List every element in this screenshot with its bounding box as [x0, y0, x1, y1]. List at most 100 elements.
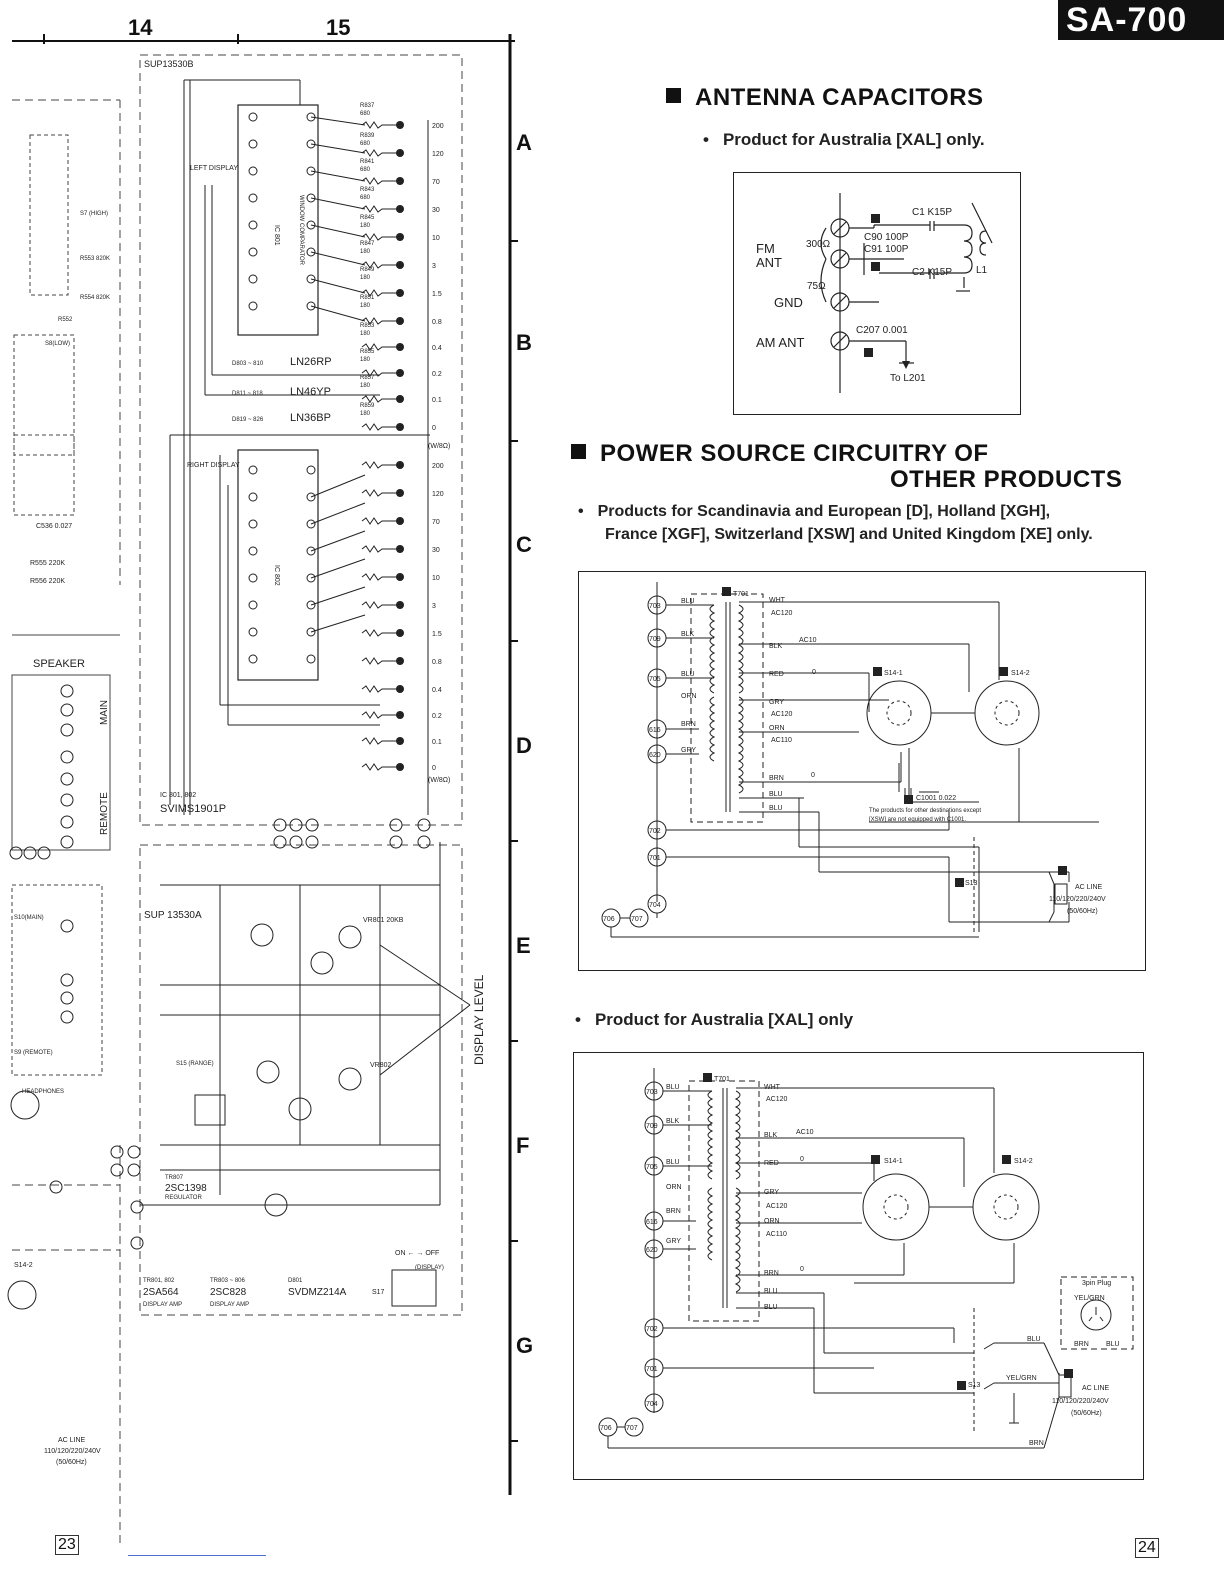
- d2-t701-label: T701: [714, 1076, 730, 1083]
- d2-wire-gry: GRY: [666, 1238, 681, 1245]
- d2-tap-orn: ORN: [764, 1218, 780, 1225]
- node-706: 706: [603, 916, 615, 923]
- australia-note: •Product for Australia [XAL] only: [575, 1010, 854, 1029]
- c207-label: C207 0.001: [856, 325, 908, 336]
- brn-line-label: BRN: [1029, 1440, 1044, 1447]
- d2-tap-brn: BRN: [764, 1270, 779, 1277]
- level-3: 3: [432, 263, 436, 270]
- svg-text:680: 680: [360, 111, 371, 117]
- blu-line-label: BLU: [1027, 1336, 1041, 1343]
- svg-text:680: 680: [360, 195, 371, 201]
- headphones-label: HEADPHONES: [22, 1089, 64, 1095]
- d2-tap-blk: BLK: [764, 1132, 778, 1139]
- c536-label: C536 0.027: [36, 523, 72, 530]
- svg-text:R853: R853: [360, 323, 375, 329]
- grid-row-g: G: [516, 1333, 534, 1358]
- r300-label: 300Ω: [806, 239, 831, 250]
- ic801-label: IC 801: [273, 225, 280, 246]
- antenna-note-text: Product for Australia [XAL] only.: [722, 130, 985, 149]
- d2-node-704: 704: [646, 1401, 658, 1408]
- led-range-3: D819 ~ 826: [232, 417, 264, 423]
- node-701: 701: [649, 855, 661, 862]
- s14-2-label: S14-2: [1011, 670, 1030, 677]
- watts-label-top: (W/8Ω): [428, 443, 450, 450]
- svg-text:180: 180: [360, 275, 371, 281]
- section-marker-icon: [666, 88, 681, 103]
- tap-0: 0: [812, 669, 816, 676]
- led-range-1: D803 ~ 810: [232, 361, 264, 367]
- d2-tap-red: RED: [764, 1160, 779, 1167]
- wire-brn: BRN: [681, 721, 696, 728]
- d2-tap-0: 0: [800, 1156, 804, 1163]
- level-30: 30: [432, 207, 440, 214]
- antenna-note: •Product for Australia [XAL] only.: [703, 130, 985, 149]
- s13-label: S13: [965, 880, 978, 887]
- wire-orn: ORN: [681, 693, 697, 700]
- antenna-title-text: ANTENNA CAPACITORS: [695, 84, 984, 111]
- node-704: 704: [649, 902, 661, 909]
- australia-note-text: Product for Australia [XAL] only: [594, 1010, 854, 1029]
- tr-note-4: TR803 ~ 806: [210, 1278, 246, 1284]
- tap-ac110: AC110: [771, 737, 792, 744]
- c2-label: C2 K15P: [912, 267, 952, 278]
- d2-tap-blu: BLU: [764, 1288, 778, 1295]
- plug-brn: BRN: [1074, 1341, 1089, 1348]
- tap-ac120: AC120: [771, 610, 793, 617]
- ac-line-label-2: AC LINE: [1082, 1385, 1110, 1392]
- d801-label: D801: [288, 1278, 303, 1284]
- model-badge: SA-700: [1058, 0, 1224, 40]
- left-display-label: LEFT DISPLAY: [190, 165, 238, 172]
- regulator-tr807: TR807: [165, 1175, 184, 1181]
- level2-70: 70: [432, 519, 440, 526]
- tap-brn: BRN: [769, 775, 784, 782]
- level-0-4: 0.4: [432, 345, 442, 352]
- power-diagram-europe: 703 709 705 616 620 702 701 704 706 707 …: [578, 571, 1146, 971]
- column-number-15: 15: [326, 15, 351, 40]
- ac-line-label-1: AC LINE: [1075, 884, 1103, 891]
- s15-label: S15 (RANGE): [176, 1061, 214, 1067]
- led-type-ln26: LN26RP: [290, 356, 332, 368]
- power-note-line2: France [XGF], Switzerland [XSW] and Unit…: [605, 526, 1093, 543]
- level-0-2: 0.2: [432, 371, 442, 378]
- level2-0-2: 0.2: [432, 713, 442, 720]
- column-number-14: 14: [128, 15, 153, 40]
- d2-wire-brn: BRN: [666, 1208, 681, 1215]
- sup13530a-label: SUP 13530A: [144, 910, 202, 921]
- svg-text:R837: R837: [360, 103, 375, 109]
- r553-label: R553 820K: [80, 256, 110, 262]
- wire-blu-2: BLU: [681, 671, 695, 678]
- node-707: 707: [631, 916, 643, 923]
- tap-wht: WHT: [769, 597, 786, 604]
- d2-node-706: 706: [600, 1425, 612, 1432]
- svg-text:180: 180: [360, 357, 371, 363]
- plug-title: 3pin Plug: [1082, 1280, 1111, 1287]
- svg-text:R855: R855: [360, 349, 375, 355]
- wire-blk: BLK: [681, 631, 695, 638]
- level-10: 10: [432, 235, 440, 242]
- d2-s14-2-label: S14-2: [1014, 1158, 1033, 1165]
- display-switch-label: (DISPLAY): [415, 1265, 444, 1271]
- tap-0-2: 0: [811, 772, 815, 779]
- level-1-5: 1.5: [432, 291, 442, 298]
- plug-blu: BLU: [1106, 1341, 1120, 1348]
- ic802-label: IC 802: [273, 565, 280, 586]
- display-board-schematic: SUP13530B LEFT DISPLAY IC 801 WINDOW COM…: [7, 54, 486, 1545]
- d2-tap-ac120-2: AC120: [766, 1203, 788, 1210]
- svg-text:680: 680: [360, 167, 371, 173]
- sup13530b-label: SUP13530B: [144, 59, 194, 69]
- ic801-802-note: IC 801, 802: [160, 792, 196, 799]
- led-range-2: D811 ~ 818: [232, 391, 263, 397]
- svg-text:180: 180: [360, 249, 371, 255]
- yel-grn-line-label: YEL/GRN: [1006, 1375, 1037, 1382]
- ac-line-left: AC LINE: [58, 1437, 86, 1444]
- ac-hz-label-1: (50/60Hz): [1067, 908, 1098, 915]
- tap-orn: ORN: [769, 725, 785, 732]
- led-type-ln36: LN36BP: [290, 412, 331, 424]
- to-l201-label: To L201: [890, 373, 926, 384]
- node-709: 709: [649, 636, 661, 643]
- speaker-label: SPEAKER: [33, 658, 85, 670]
- ac-voltage-label-1: 110/120/220/240V: [1049, 896, 1106, 903]
- svg-text:R857: R857: [360, 375, 375, 381]
- fm-ant-label: FM: [756, 241, 775, 256]
- d2-wire-orn: ORN: [666, 1184, 682, 1191]
